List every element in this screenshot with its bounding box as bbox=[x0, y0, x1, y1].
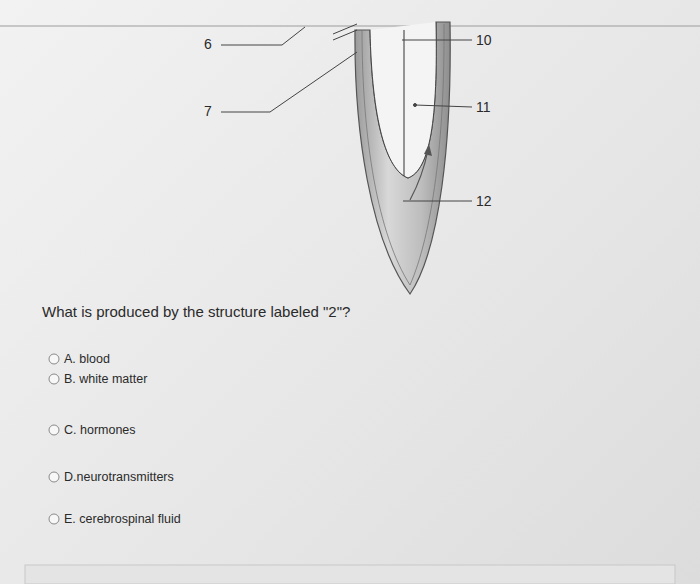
answer-option: C. hormones bbox=[64, 423, 136, 437]
radio-buttons bbox=[49, 354, 59, 524]
question-text: What is produced by the structure labele… bbox=[42, 303, 350, 320]
callout-number: 12 bbox=[476, 193, 492, 209]
callout-number: 10 bbox=[476, 32, 492, 48]
answer-option: D.neurotransmitters bbox=[64, 470, 174, 484]
answer-option: E. cerebrospinal fluid bbox=[64, 512, 181, 526]
footer-bar bbox=[25, 565, 675, 584]
structure-drawing bbox=[355, 22, 450, 294]
leader-lines bbox=[221, 24, 472, 201]
answer-option: B. white matter bbox=[64, 372, 147, 386]
callout-number: 11 bbox=[476, 99, 491, 115]
answer-option: A. blood bbox=[64, 352, 110, 366]
screen-edge bbox=[0, 26, 700, 27]
callout-number: 6 bbox=[204, 36, 212, 52]
callout-number: 7 bbox=[204, 103, 212, 119]
